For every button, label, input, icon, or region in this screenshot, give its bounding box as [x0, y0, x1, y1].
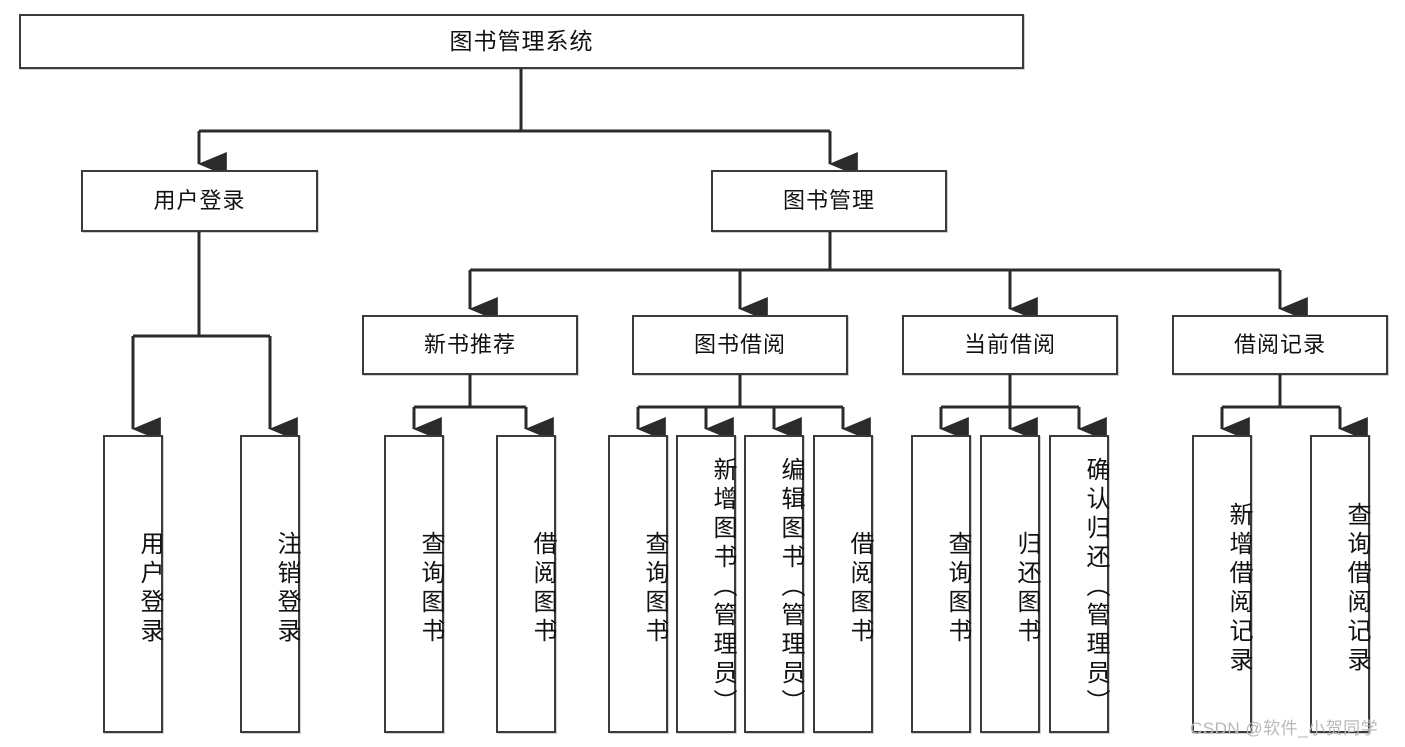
- leaf-add-book[interactable]: 新增图书（管理员）: [676, 435, 736, 733]
- leaf-user-logout[interactable]: 注销登录: [240, 435, 300, 733]
- node-label: 确认归还（管理员）: [1082, 456, 1109, 718]
- node-label: 借阅图书: [846, 531, 873, 647]
- leaf-query-book-recommend[interactable]: 查询图书: [384, 435, 444, 733]
- node-label: 借阅记录: [1233, 331, 1326, 357]
- node-current-borrow[interactable]: 当前借阅: [902, 315, 1118, 375]
- leaf-query-book-current[interactable]: 查询图书: [911, 435, 971, 733]
- node-book-borrow[interactable]: 图书借阅: [632, 315, 848, 375]
- leaf-borrow-book[interactable]: 借阅图书: [813, 435, 873, 733]
- leaf-add-borrow-record[interactable]: 新增借阅记录: [1192, 435, 1252, 733]
- node-label: 新书推荐: [423, 331, 516, 357]
- node-label: 新增借阅记录: [1225, 502, 1252, 676]
- leaf-return-book[interactable]: 归还图书: [980, 435, 1040, 733]
- node-label: 新增图书（管理员）: [709, 456, 736, 718]
- node-label: 查询图书: [944, 531, 971, 647]
- leaf-query-borrow-record[interactable]: 查询借阅记录: [1310, 435, 1370, 733]
- node-label: 查询借阅记录: [1343, 502, 1370, 676]
- node-new-book-recommend[interactable]: 新书推荐: [362, 315, 578, 375]
- node-label: 当前借阅: [963, 331, 1056, 357]
- node-borrow-record[interactable]: 借阅记录: [1172, 315, 1388, 375]
- node-label: 图书管理系统: [449, 27, 594, 54]
- node-label: 查询图书: [641, 531, 668, 647]
- node-label: 借阅图书: [529, 531, 556, 647]
- node-label: 注销登录: [273, 531, 300, 647]
- node-label: 用户登录: [136, 531, 163, 647]
- node-label: 查询图书: [417, 531, 444, 647]
- node-label: 编辑图书（管理员）: [777, 456, 804, 718]
- watermark-csdn: CSDN @软件_小贺同学: [1190, 719, 1379, 738]
- leaf-borrow-book-recommend[interactable]: 借阅图书: [496, 435, 556, 733]
- node-label: 图书借阅: [693, 331, 786, 357]
- leaf-edit-book[interactable]: 编辑图书（管理员）: [744, 435, 804, 733]
- node-book-manage[interactable]: 图书管理: [711, 170, 947, 232]
- node-label: 归还图书: [1013, 531, 1040, 647]
- node-label: 图书管理: [782, 187, 875, 213]
- node-user-login[interactable]: 用户登录: [81, 170, 318, 232]
- node-label: 用户登录: [153, 187, 246, 213]
- leaf-user-login[interactable]: 用户登录: [103, 435, 163, 733]
- leaf-query-book-borrow[interactable]: 查询图书: [608, 435, 668, 733]
- leaf-confirm-return[interactable]: 确认归还（管理员）: [1049, 435, 1109, 733]
- node-root-book-management-system[interactable]: 图书管理系统: [19, 14, 1024, 69]
